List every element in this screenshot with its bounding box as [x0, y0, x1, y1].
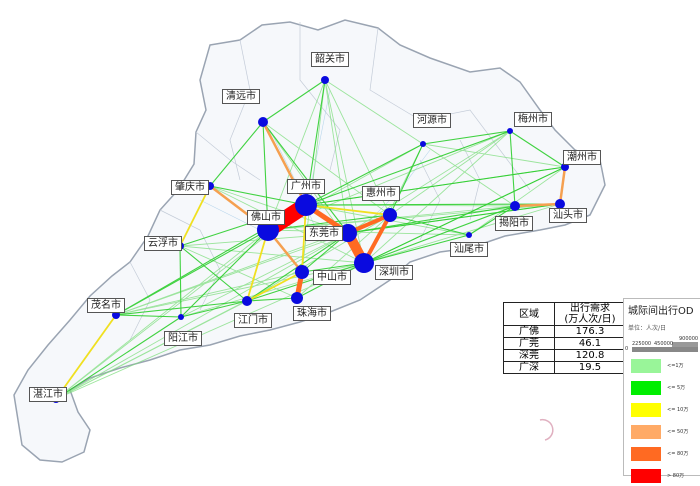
city-label: 梅州市 — [514, 112, 552, 127]
city-node — [354, 253, 374, 273]
guangdong-land — [13, 19, 606, 463]
row-region: 广莞 — [503, 337, 555, 350]
city-node — [383, 208, 397, 222]
row-region: 深莞 — [503, 349, 555, 362]
scale-tick: 225000 — [632, 341, 652, 347]
legend-label: <= 10万 — [667, 407, 689, 413]
table-header-demand-line2: (万人次/日) — [564, 314, 616, 325]
city-node — [507, 128, 513, 134]
legend-label: <= 80万 — [667, 451, 689, 457]
city-node — [339, 224, 357, 242]
table-header-region: 区域 — [503, 302, 555, 326]
row-region: 广深 — [503, 361, 555, 374]
city-node — [420, 141, 426, 147]
legend-scale-bar: 0 225000 450000 900000 — [624, 334, 700, 354]
legend-item: > 80万 — [631, 466, 700, 486]
row-region: 广佛 — [503, 325, 555, 338]
row-value: 120.8 — [554, 349, 626, 362]
od-flow-map — [13, 19, 606, 463]
legend-swatch — [631, 359, 661, 373]
city-label: 广州市 — [287, 179, 325, 194]
legend-items: <=1万 <= 5万 <= 10万 <= 50万 <= 80万 > 80万 — [624, 356, 700, 486]
scale-tick: 450000 — [654, 341, 674, 347]
legend-item: <= 80万 — [631, 444, 700, 464]
scale-bar-base — [632, 347, 698, 352]
city-node — [291, 292, 303, 304]
scale-tick: 0 — [625, 346, 629, 352]
city-label: 深圳市 — [375, 265, 413, 280]
city-label: 清远市 — [222, 89, 260, 104]
city-node — [295, 265, 309, 279]
city-label: 茂名市 — [87, 298, 125, 313]
city-node — [258, 117, 268, 127]
city-label: 东莞市 — [305, 226, 343, 241]
scale-bar-step — [672, 342, 698, 347]
city-label: 湛江市 — [29, 387, 67, 402]
city-node — [466, 232, 472, 238]
row-value: 176.3 — [554, 325, 626, 338]
city-node — [178, 314, 184, 320]
city-label: 汕头市 — [549, 208, 587, 223]
city-label: 佛山市 — [247, 210, 285, 225]
city-label: 阳江市 — [164, 331, 202, 346]
city-label: 云浮市 — [144, 236, 182, 251]
city-label: 江门市 — [234, 313, 272, 328]
row-value: 46.1 — [554, 337, 626, 350]
city-label: 中山市 — [313, 270, 351, 285]
legend-item: <= 50万 — [631, 422, 700, 442]
legend-swatch — [631, 381, 661, 395]
legend: 城际间出行OD 单位：人次/日 0 225000 450000 900000 <… — [623, 298, 700, 483]
legend-item: <=1万 — [631, 356, 700, 376]
city-node — [321, 76, 329, 84]
city-node — [561, 163, 569, 171]
legend-label: <= 50万 — [667, 429, 689, 435]
legend-title: 城际间出行OD — [628, 306, 694, 317]
city-label: 河源市 — [413, 113, 451, 128]
legend-item: <= 5万 — [631, 378, 700, 398]
legend-label: <=1万 — [667, 363, 684, 369]
table-header-demand: 出行需求 (万人次/日) — [554, 302, 626, 326]
legend-swatch — [631, 469, 661, 483]
decor-arc — [539, 418, 554, 441]
scale-tick: 900000 — [679, 336, 699, 342]
city-label: 韶关市 — [311, 52, 349, 67]
city-label: 肇庆市 — [171, 180, 209, 195]
city-label: 汕尾市 — [450, 242, 488, 257]
city-node — [242, 296, 252, 306]
legend-swatch — [631, 447, 661, 461]
legend-swatch — [631, 425, 661, 439]
legend-label: <= 5万 — [667, 385, 686, 391]
legend-item: <= 10万 — [631, 400, 700, 420]
city-node — [555, 199, 565, 209]
city-node — [510, 201, 520, 211]
table-header-demand-line1: 出行需求 — [570, 303, 610, 314]
legend-label: > 80万 — [667, 473, 685, 479]
city-node — [112, 311, 120, 319]
city-label: 揭阳市 — [495, 216, 533, 231]
city-label: 惠州市 — [362, 186, 400, 201]
city-label: 潮州市 — [563, 150, 601, 165]
legend-swatch — [631, 403, 661, 417]
city-node — [295, 194, 317, 216]
city-label: 珠海市 — [293, 306, 331, 321]
legend-unit: 单位：人次/日 — [628, 325, 667, 332]
row-value: 19.5 — [554, 361, 626, 374]
